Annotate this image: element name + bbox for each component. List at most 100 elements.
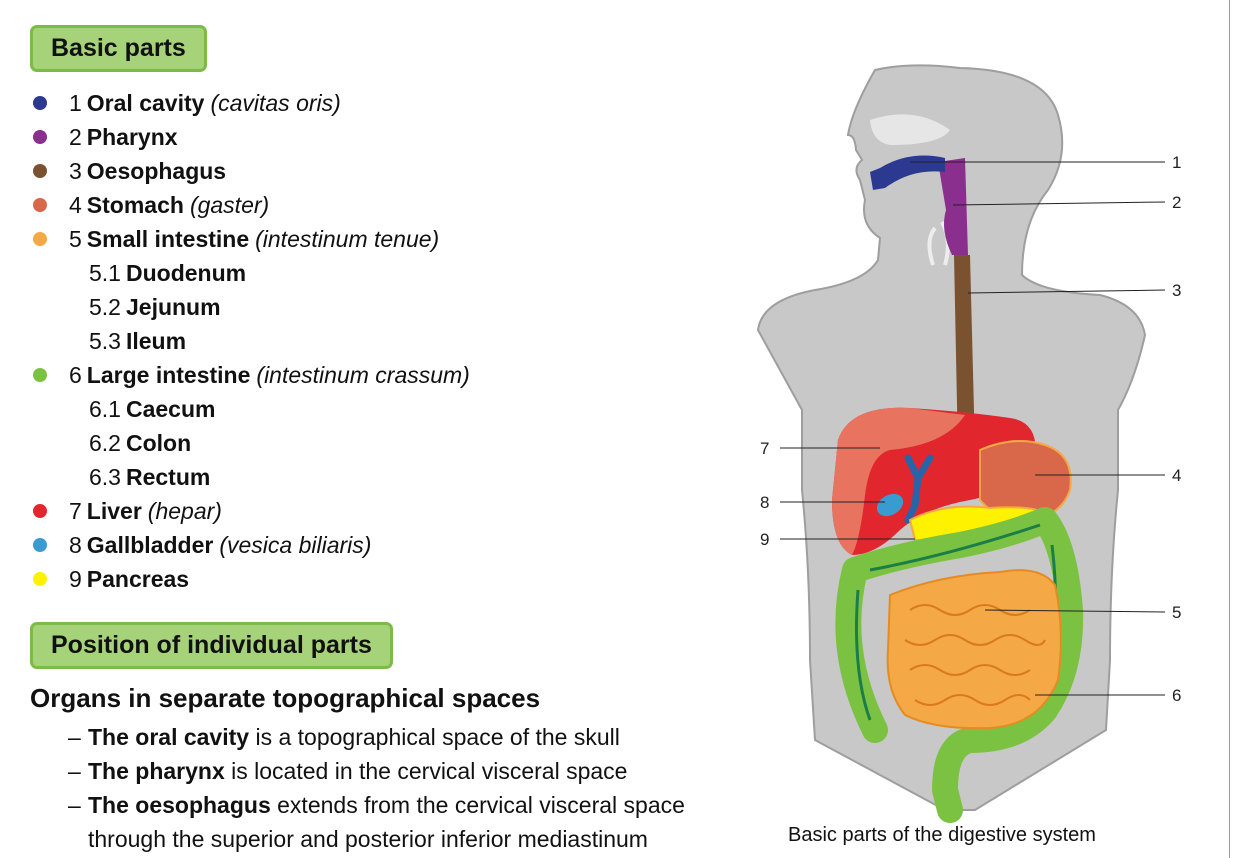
position-text: extends from the cervical visceral space	[270, 792, 685, 818]
part-name: Ileum	[125, 327, 187, 354]
part-number: 3	[69, 157, 82, 184]
part-number: 4	[69, 191, 82, 218]
part-number: 5.2	[89, 293, 121, 320]
part-number: 5.3	[89, 327, 121, 354]
color-dot	[33, 96, 47, 110]
position-item-oesophagus-cont: through the superior and posterior infer…	[68, 822, 768, 856]
label-5: 5	[1172, 603, 1181, 622]
leader-lines	[780, 161, 1166, 696]
part-number: 1	[69, 89, 82, 116]
small-intestine-shape	[886, 569, 1062, 730]
leader-labels: 1 2 3 4 5 6 7 8 9	[760, 153, 1181, 705]
part-number: 6.2	[89, 429, 121, 456]
position-text: through the superior and posterior infer…	[88, 826, 648, 852]
position-item-oral-cavity: – The oral cavity is a topographical spa…	[68, 724, 620, 750]
liver-lobe	[832, 407, 965, 555]
part-number: 5.1	[89, 259, 121, 286]
color-dot	[33, 368, 47, 382]
bile-duct	[904, 454, 934, 524]
page-edge-line	[1229, 0, 1230, 858]
part-name: Oral cavity	[86, 89, 205, 116]
basic-parts-heading: Basic parts	[30, 25, 207, 72]
leader-line-5	[984, 609, 1166, 613]
color-dot	[33, 130, 47, 144]
small-intestine-folds	[904, 604, 1046, 706]
position-term: The oral cavity	[88, 724, 250, 750]
part-latin-name: (cavitas oris)	[210, 89, 341, 116]
oral-cavity-shape	[870, 155, 945, 190]
position-list: – The oral cavity is a topographical spa…	[68, 720, 768, 856]
part-latin-name: (intestinum tenue)	[255, 225, 440, 252]
part-number: 6.1	[89, 395, 121, 422]
part-name: Pancreas	[86, 565, 190, 592]
leader-line-3	[967, 289, 1166, 294]
color-dot	[33, 538, 47, 552]
color-dot	[33, 164, 47, 178]
label-1: 1	[1172, 153, 1181, 172]
label-2: 2	[1172, 193, 1181, 212]
color-dot	[33, 572, 47, 586]
part-name: Duodenum	[125, 259, 247, 286]
position-term: The pharynx	[88, 758, 225, 784]
color-dot	[33, 198, 47, 212]
part-latin-name: (hepar)	[147, 497, 222, 524]
position-term: The oesophagus	[88, 792, 271, 818]
part-name: Small intestine	[86, 225, 250, 252]
color-dot	[33, 504, 47, 518]
part-name: Jejunum	[125, 293, 221, 320]
part-number: 6.3	[89, 463, 121, 490]
label-4: 4	[1172, 466, 1181, 485]
label-6: 6	[1172, 686, 1181, 705]
position-heading: Position of individual parts	[30, 622, 393, 669]
digestive-system-figure: 1 2 3 4 5 6 7 8 9	[756, 64, 1181, 823]
position-item-pharynx: – The pharynx is located in the cervical…	[68, 758, 628, 784]
gallbladder-shape	[876, 493, 904, 517]
position-text: is located in the cervical visceral spac…	[224, 758, 628, 784]
part-name: Caecum	[125, 395, 216, 422]
part-name: Pharynx	[86, 123, 178, 150]
part-number: 6	[69, 361, 82, 388]
oesophagus-shape	[954, 255, 975, 455]
part-latin-name: (intestinum crassum)	[256, 361, 470, 388]
leader-line-2	[952, 201, 1166, 206]
part-name: Gallbladder	[86, 531, 214, 558]
part-name: Rectum	[125, 463, 211, 490]
part-number: 9	[69, 565, 82, 592]
label-8: 8	[760, 493, 769, 512]
label-7: 7	[760, 439, 769, 458]
part-number: 5	[69, 225, 82, 252]
pharynx-shape	[938, 158, 968, 255]
position-text: is a topographical space of the skull	[249, 724, 620, 750]
part-number: 7	[69, 497, 82, 524]
part-latin-name: (gaster)	[189, 191, 270, 218]
position-item-oesophagus: – The oesophagus extends from the cervic…	[68, 792, 685, 818]
part-latin-name: (vesica biliaris)	[219, 531, 372, 558]
part-name: Stomach	[86, 191, 184, 218]
part-name: Oesophagus	[86, 157, 227, 184]
part-number: 2	[69, 123, 82, 150]
large-intestine-shape	[835, 507, 1084, 823]
part-name: Colon	[125, 429, 192, 456]
part-name: Liver	[86, 497, 142, 524]
color-dot	[33, 232, 47, 246]
figure-caption: Basic parts of the digestive system	[788, 824, 1096, 846]
label-9: 9	[760, 530, 769, 549]
label-3: 3	[1172, 281, 1181, 300]
topographical-subtitle: Organs in separate topographical spaces	[30, 683, 541, 713]
